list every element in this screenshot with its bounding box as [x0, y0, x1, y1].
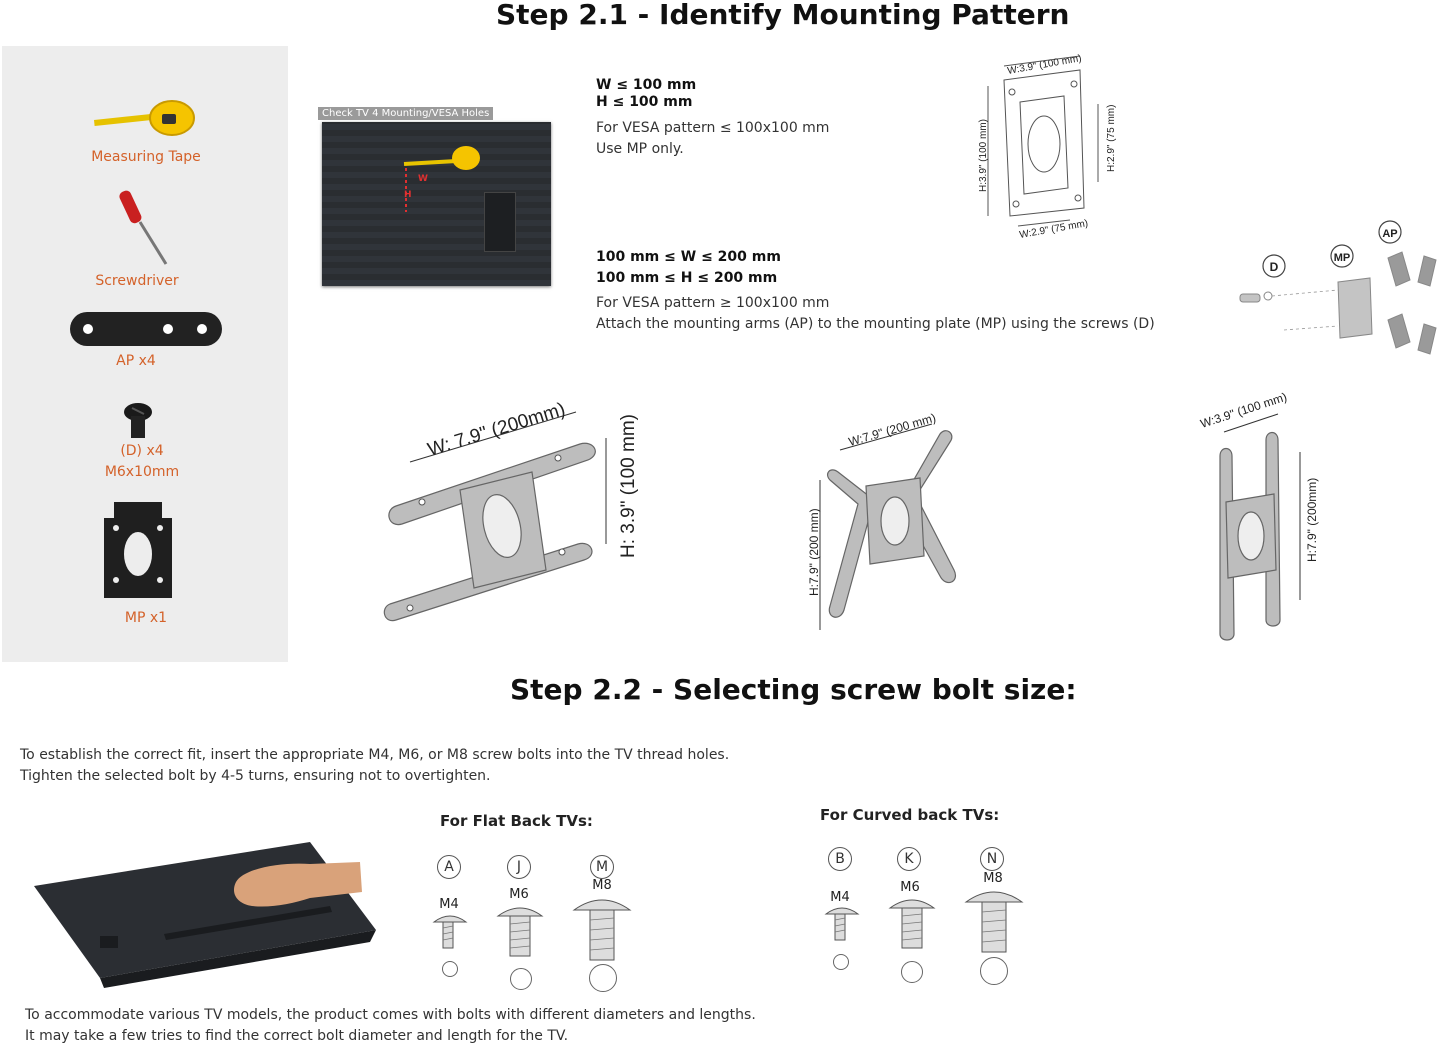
flat-bolt-icons: [432, 899, 632, 961]
step2-intro-1: To establish the correct fit, insert the…: [20, 747, 730, 763]
small-plate-dim-left: H:3.9" (100 mm): [978, 119, 989, 192]
small-plate-dim-right: H:2.9" (75 mm): [1106, 105, 1117, 172]
bolt-size-m8-flat: M8: [592, 878, 612, 893]
flat-back-heading: For Flat Back TVs:: [440, 812, 593, 830]
bolt-diameter-m6-flat: [510, 968, 532, 990]
spec-large-w: 100 mm ≤ W ≤ 200 mm: [596, 249, 781, 265]
small-plate-dim-bottom: W:2.9" (75 mm): [1019, 218, 1089, 240]
screw-icon: [124, 403, 152, 438]
bolt-diameter-m8-curved: [980, 957, 1008, 985]
part-label-d: (D) x4: [120, 443, 164, 459]
bolt-letter-n: N: [980, 847, 1004, 871]
bolt-size-m6-curved: M6: [900, 880, 920, 895]
tv-back-photo: W H: [322, 122, 551, 286]
bolt-diameter-m4-curved: [833, 954, 849, 970]
exploded-label-d: D: [1270, 260, 1279, 274]
tv-install-photo: [34, 842, 376, 988]
config-wide-dim-w: W: 7.9" (200mm): [425, 399, 568, 461]
spec-small-w: W ≤ 100 mm: [596, 77, 697, 93]
measuring-tape-icon: [94, 100, 195, 136]
bolt-size-m4-flat: M4: [439, 897, 459, 912]
spec-large-h: 100 mm ≤ H ≤ 200 mm: [596, 270, 778, 286]
spec-large-line2: Attach the mounting arms (AP) to the mou…: [596, 316, 1155, 332]
spec-large-line1: For VESA pattern ≥ 100x100 mm: [596, 295, 830, 311]
config-x-diagram: W:7.9" (200 mm) H:7.9" (200 mm): [807, 411, 956, 630]
small-plate-diagram: W:3.9" (100 mm) W:2.9" (75 mm) H:3.9" (1…: [978, 53, 1117, 240]
spec-small-line1: For VESA pattern ≤ 100x100 mm: [596, 120, 830, 136]
tv-mark-w: W: [418, 174, 428, 184]
part-label-d-size: M6x10mm: [104, 464, 180, 480]
spec-small-line2: Use MP only.: [596, 141, 684, 157]
bolt-size-m8-curved: M8: [983, 871, 1003, 886]
step2-intro-2: Tighten the selected bolt by 4-5 turns, …: [20, 768, 491, 784]
bolt-letter-m: M: [590, 855, 614, 879]
part-label-ap: AP x4: [116, 353, 156, 369]
exploded-assembly-diagram: D MP AP: [1239, 220, 1437, 355]
parts-sidebar: Measuring Tape Screwdriver AP x4 (D) x4 …: [2, 46, 288, 662]
part-label-mp: MP x1: [124, 610, 168, 626]
bolt-diameter-m4-flat: [442, 961, 458, 977]
config-tall-dim-h: H:7.9" (200mm): [1305, 478, 1319, 562]
bolt-size-m6-flat: M6: [509, 887, 529, 902]
part-label-measuring-tape: Measuring Tape: [91, 149, 201, 165]
bolt-letter-a: A: [437, 855, 461, 879]
mounting-plate-icon: [104, 502, 172, 598]
config-x-dim-w: W:7.9" (200 mm): [847, 411, 937, 449]
exploded-label-ap: AP: [1382, 228, 1397, 240]
tv-mark-h: H: [404, 190, 412, 200]
bolt-diameter-m6-curved: [901, 961, 923, 983]
step2-title: Step 2.2 - Selecting screw bolt size:: [510, 673, 1077, 706]
tv-measure-overlay: [403, 146, 480, 212]
bolt-letter-b: B: [828, 847, 852, 871]
config-tall-diagram: W:3.9" (100 mm) H:7.9" (200mm): [1199, 390, 1319, 641]
config-wide-diagram: W: 7.9" (200mm) H: 3.9" (100 mm): [383, 399, 639, 622]
step2-footer-1: To accommodate various TV models, the pr…: [25, 1007, 756, 1023]
part-label-screwdriver: Screwdriver: [95, 273, 179, 289]
small-plate-dim-top: W:3.9" (100 mm): [1007, 53, 1083, 77]
config-wide-dim-h: H: 3.9" (100 mm): [618, 414, 639, 558]
spec-small-h: H ≤ 100 mm: [596, 94, 693, 110]
bolt-size-m4-curved: M4: [830, 890, 850, 905]
tv-port-panel: [484, 192, 516, 252]
tv-photo-caption: Check TV 4 Mounting/VESA Holes: [318, 107, 494, 120]
screwdriver-icon: [119, 190, 168, 265]
curved-bolt-icons: [824, 891, 1024, 953]
step2-footer-2: It may take a few tries to find the corr…: [25, 1028, 569, 1044]
bolt-letter-k: K: [897, 847, 921, 871]
step1-title: Step 2.1 - Identify Mounting Pattern: [496, 0, 1070, 31]
bolt-letter-j: J: [507, 855, 531, 879]
curved-back-heading: For Curved back TVs:: [820, 806, 1000, 824]
bolt-diameter-m8-flat: [589, 964, 617, 992]
config-tall-dim-w: W:3.9" (100 mm): [1199, 390, 1289, 431]
arm-plate-icon: [70, 312, 222, 346]
exploded-label-mp: MP: [1334, 252, 1351, 264]
config-x-dim-h: H:7.9" (200 mm): [807, 508, 821, 596]
